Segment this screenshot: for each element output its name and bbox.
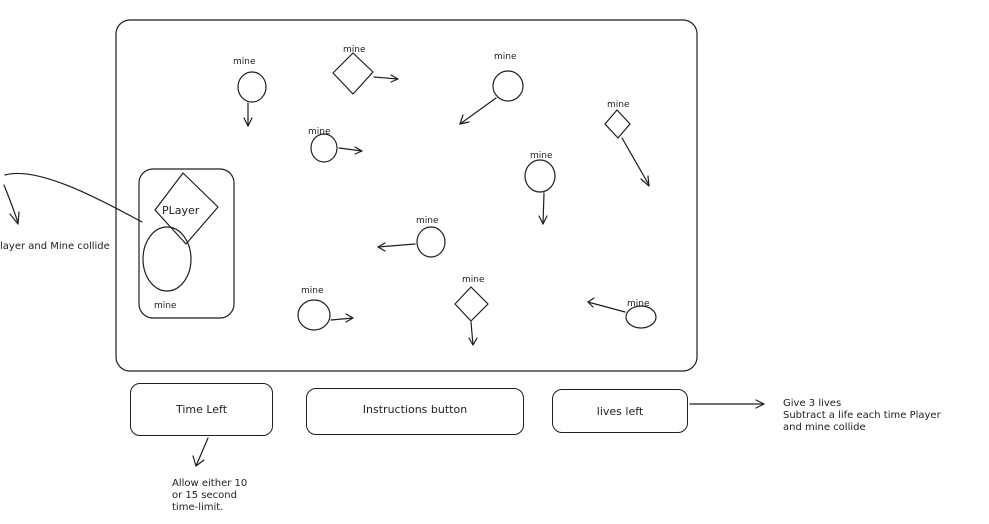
collision-connector (4, 172, 143, 223)
lives-arrowhead (755, 399, 765, 409)
instructions-button[interactable]: Instructions button (306, 388, 524, 435)
mine-label: mine (530, 151, 553, 161)
mine-shape (454, 286, 489, 322)
mine-label: mine (627, 299, 650, 309)
mine-shape (604, 109, 631, 139)
mine-arrow (470, 321, 474, 346)
mine-arrowhead (354, 146, 363, 155)
collision-arrowhead (9, 211, 20, 225)
time-arrowhead (192, 455, 205, 467)
mine-arrowhead (390, 74, 399, 83)
lives-annotation-line: and mine collide (783, 422, 866, 433)
time-limit-line: Allow either 10 (172, 478, 248, 489)
player-label: PLayer (162, 204, 200, 217)
collision-mine-shape (142, 226, 192, 292)
mine-label: mine (233, 57, 256, 67)
mine-arrowhead (468, 337, 478, 346)
mine-arrow (587, 301, 626, 313)
mine-arrow (330, 317, 354, 321)
mine-arrowhead (640, 175, 650, 187)
time-limit-line: or 15 second (172, 490, 237, 501)
mine-arrowhead (459, 114, 470, 125)
lives-annotation-line: Give 3 lives (783, 398, 842, 409)
mine-arrowhead (538, 215, 548, 225)
mine-shape (492, 70, 524, 102)
collision-mine-label: mine (154, 301, 177, 311)
lives-annotation: Give 3 lives Subtract a life each time P… (783, 398, 941, 434)
mine-shape (332, 52, 374, 95)
collision-arrow (3, 184, 19, 224)
mine-shape (310, 133, 338, 163)
mine-label: mine (494, 52, 517, 62)
lives-left-box[interactable]: lives left (552, 389, 688, 433)
collision-note: layer and Mine collide (0, 241, 110, 252)
collision-group-frame (138, 168, 235, 319)
mine-label: mine (301, 286, 324, 296)
mine-label: mine (416, 216, 439, 226)
lives-left-label: lives left (596, 404, 644, 418)
mine-label: mine (462, 275, 485, 285)
instructions-label: Instructions button (362, 403, 468, 416)
time-left-label: Time Left (175, 403, 228, 416)
time-limit-annotation: Allow either 10 or 15 second time-limit. (172, 478, 247, 514)
player-shape (154, 172, 219, 245)
mine-shape (297, 299, 331, 331)
mine-shape (237, 71, 267, 103)
mine-label: mine (607, 100, 630, 110)
mine-arrow (338, 147, 363, 152)
time-limit-line: time-limit. (172, 502, 224, 513)
mine-label: mine (343, 45, 366, 55)
mine-arrowhead (587, 297, 595, 308)
time-arrow (195, 437, 209, 467)
mine-shape (625, 305, 657, 329)
mine-label: mine (308, 127, 331, 137)
mine-arrowhead (243, 117, 253, 127)
mine-arrowhead (345, 313, 354, 323)
time-left-box[interactable]: Time Left (130, 383, 273, 436)
game-area-frame (115, 19, 698, 372)
mine-arrowhead (377, 242, 386, 252)
mine-shape (416, 226, 446, 258)
mine-arrow (459, 97, 497, 125)
mine-shape (524, 159, 556, 193)
mine-arrow (377, 243, 416, 248)
mine-arrow (542, 192, 545, 225)
lives-annotation-line: Subtract a life each time Player (783, 410, 941, 421)
mine-arrow (621, 137, 650, 186)
mine-arrow (373, 76, 399, 80)
